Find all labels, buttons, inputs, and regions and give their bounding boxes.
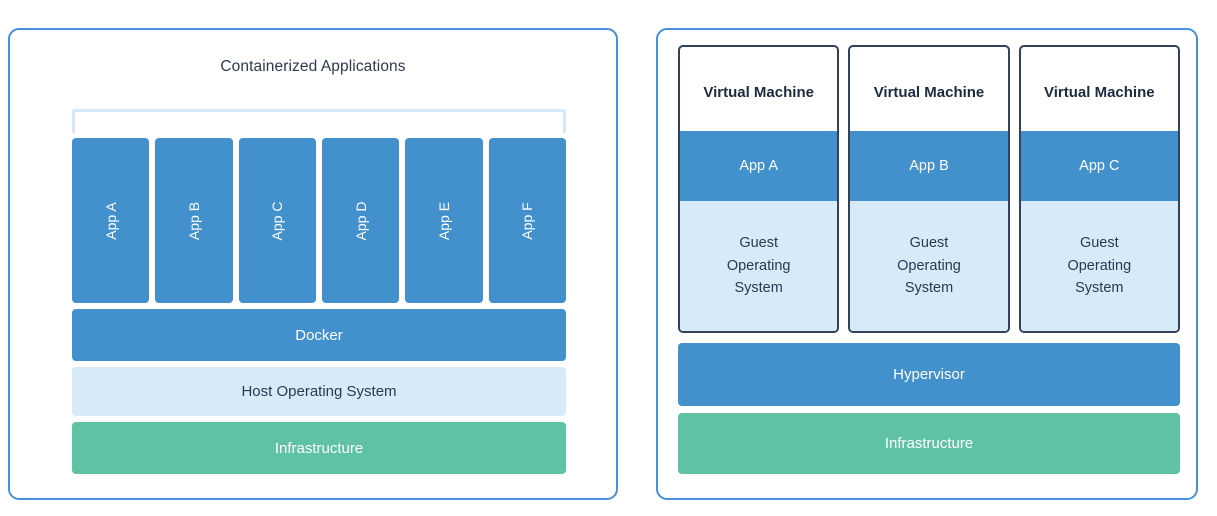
virtual-machine-row: Virtual Machine App A Guest Operating Sy… bbox=[678, 45, 1180, 333]
virtual-machine-2-app: App B bbox=[850, 131, 1008, 201]
guest-os-line-1: Guest bbox=[909, 235, 949, 252]
virtual-machines-panel: Virtual Machine App A Guest Operating Sy… bbox=[656, 28, 1198, 500]
guest-os-line-2: Operating bbox=[897, 257, 961, 274]
container-app-f-label: App F bbox=[519, 201, 536, 240]
virtual-machine-2-title: Virtual Machine bbox=[873, 83, 985, 101]
virtual-machine-1-app: App A bbox=[680, 131, 838, 201]
virtual-machine-1-title: Virtual Machine bbox=[703, 83, 814, 101]
virtual-machine-3-app: App C bbox=[1020, 131, 1178, 201]
container-app-e-label: App E bbox=[435, 201, 452, 240]
hypervisor-layer[interactable]: Hypervisor bbox=[678, 343, 1180, 406]
container-app-a[interactable]: App A bbox=[72, 138, 150, 303]
infrastructure-layer-vms[interactable]: Infrastructure bbox=[678, 413, 1180, 474]
virtual-machine-3[interactable]: Virtual Machine App C Guest Operating Sy… bbox=[1018, 45, 1180, 333]
container-app-b[interactable]: App B bbox=[155, 138, 233, 303]
containers-grouping-bracket bbox=[72, 109, 566, 133]
container-app-c[interactable]: App C bbox=[238, 138, 316, 303]
container-app-row: App A App B App C App D App E App F bbox=[72, 138, 566, 303]
container-app-b-label: App B bbox=[185, 201, 202, 240]
containers-panel-title: Containerized Applications bbox=[220, 58, 406, 75]
virtual-machine-1-guest-os: Guest Operating System bbox=[680, 201, 838, 331]
container-app-d[interactable]: App D bbox=[321, 138, 400, 303]
guest-os-line-2: Operating bbox=[726, 257, 791, 274]
infrastructure-layer-containers[interactable]: Infrastructure bbox=[72, 422, 566, 474]
virtual-machine-2-guest-os: Guest Operating System bbox=[850, 201, 1008, 331]
container-app-a-label: App A bbox=[102, 201, 119, 240]
guest-os-line-1: Guest bbox=[739, 235, 778, 252]
guest-os-line-3: System bbox=[734, 280, 783, 297]
guest-os-line-2: Operating bbox=[1067, 257, 1132, 274]
virtual-machine-1[interactable]: Virtual Machine App A Guest Operating Sy… bbox=[678, 45, 840, 333]
guest-os-line-1: Guest bbox=[1079, 235, 1119, 252]
container-app-e[interactable]: App E bbox=[405, 138, 483, 303]
guest-os-line-3: System bbox=[1075, 280, 1124, 297]
guest-os-line-3: System bbox=[904, 280, 954, 297]
containers-panel: Containerized Applications App A App B A… bbox=[8, 28, 618, 500]
container-app-d-label: App D bbox=[352, 201, 369, 240]
docker-layer[interactable]: Docker bbox=[72, 309, 566, 361]
virtual-machine-3-title: Virtual Machine bbox=[1044, 83, 1155, 101]
container-app-c-label: App C bbox=[269, 201, 286, 240]
virtual-machine-3-guest-os: Guest Operating System bbox=[1020, 201, 1178, 331]
virtual-machine-2[interactable]: Virtual Machine App B Guest Operating Sy… bbox=[848, 45, 1010, 333]
host-operating-system-layer[interactable]: Host Operating System bbox=[72, 367, 566, 416]
container-app-f[interactable]: App F bbox=[488, 138, 566, 303]
